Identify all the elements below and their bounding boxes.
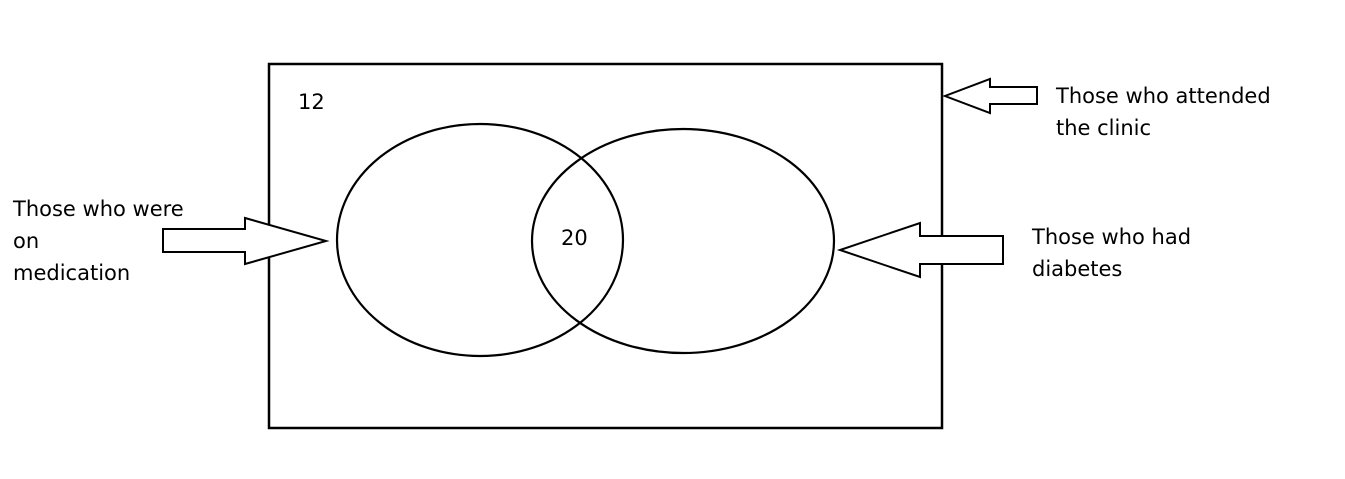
medication-arrow (162, 216, 330, 266)
universal-arrow (942, 77, 1038, 115)
medication-label-line-1: Those who were (13, 197, 184, 221)
diabetes-label: Those who had diabetes (1032, 221, 1191, 285)
intersection-count: 20 (561, 226, 588, 250)
diabetes-label-line-1: Those who had (1032, 225, 1192, 249)
diabetes-arrow (836, 221, 1004, 279)
medication-label: Those who were on medication (13, 193, 184, 289)
diabetes-set-circle (530, 127, 836, 355)
medication-set-circle (335, 122, 625, 358)
universal-label-line-1: Those who attended (1056, 84, 1271, 108)
universal-set-rectangle (267, 62, 944, 430)
diabetes-label-line-2: diabetes (1032, 257, 1123, 281)
medication-label-line-2: on (13, 229, 40, 253)
outside-count: 12 (298, 90, 325, 114)
universal-label-line-2: the clinic (1056, 116, 1152, 140)
universal-label: Those who attended the clinic (1056, 80, 1271, 144)
medication-label-line-3: medication (13, 261, 131, 285)
